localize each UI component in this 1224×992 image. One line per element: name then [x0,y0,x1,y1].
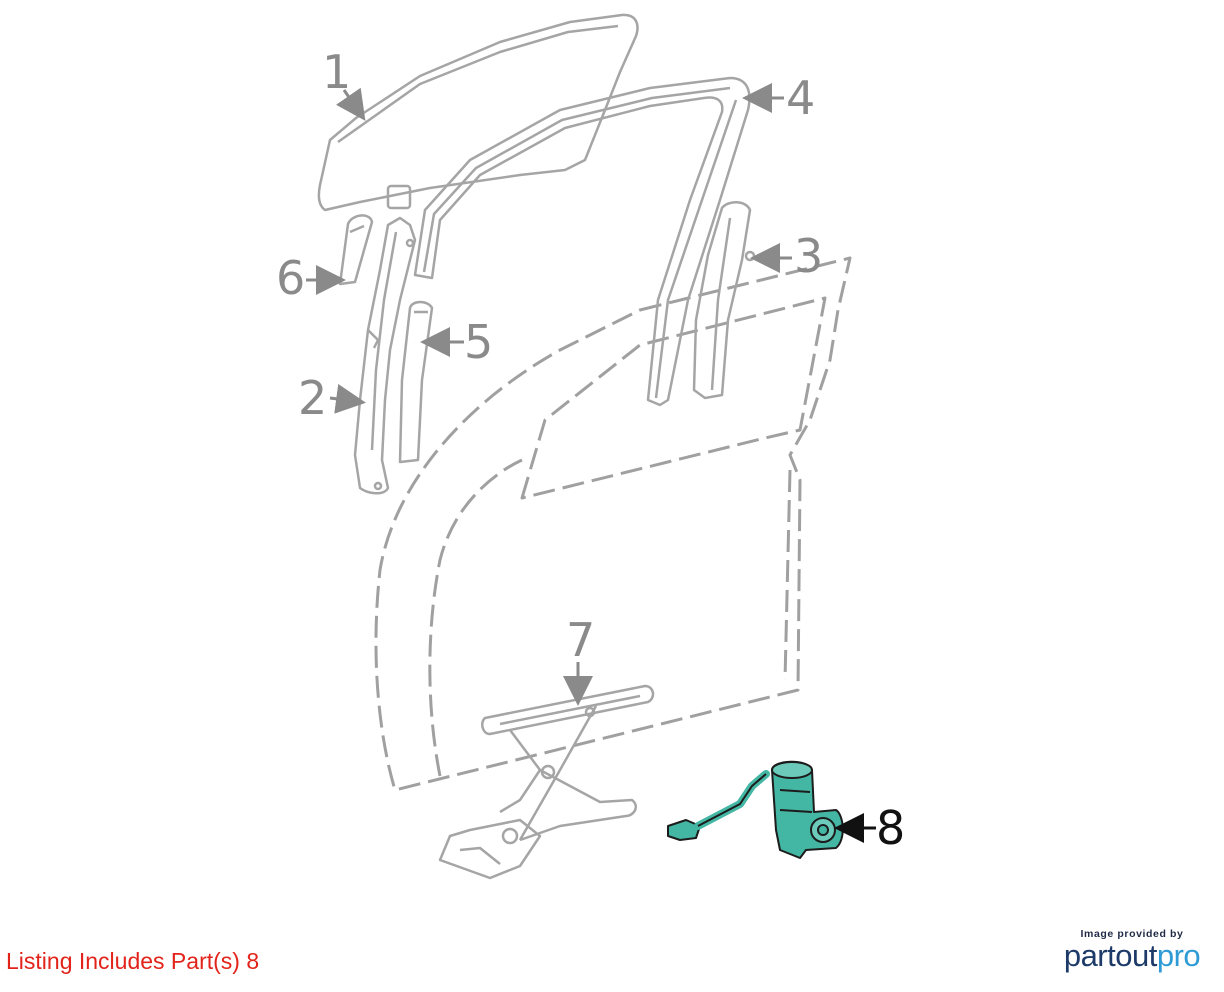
part-7-regulator [438,684,655,880]
callout-7: 7 [566,613,595,667]
brand-name-part1: partout [1063,938,1158,973]
part-4-run-channel [413,76,751,407]
callout-labels: 1 2 3 4 5 6 7 8 [276,45,905,855]
part-8-window-motor [667,760,844,859]
part-3-rear-channel [692,201,756,400]
brand-name-part2: pro [1156,938,1201,973]
part-6-channel-piece [338,214,374,286]
brand-logo: Image provided by partoutpro [1052,928,1212,972]
leader-arrows [306,83,876,843]
callout-3: 3 [794,229,823,283]
part-5-channel [398,300,434,464]
part-2-front-channel [353,216,417,495]
callout-6: 6 [276,251,305,305]
listing-includes-text: Listing Includes Part(s) 8 [6,948,260,974]
callout-8: 8 [876,801,905,855]
callout-5: 5 [464,315,493,369]
callout-1: 1 [322,45,351,99]
brand-wordmark: partoutpro [1052,940,1212,972]
brand-caption: Image provided by [1080,928,1184,940]
callout-4: 4 [786,71,815,125]
callout-2: 2 [298,371,327,425]
